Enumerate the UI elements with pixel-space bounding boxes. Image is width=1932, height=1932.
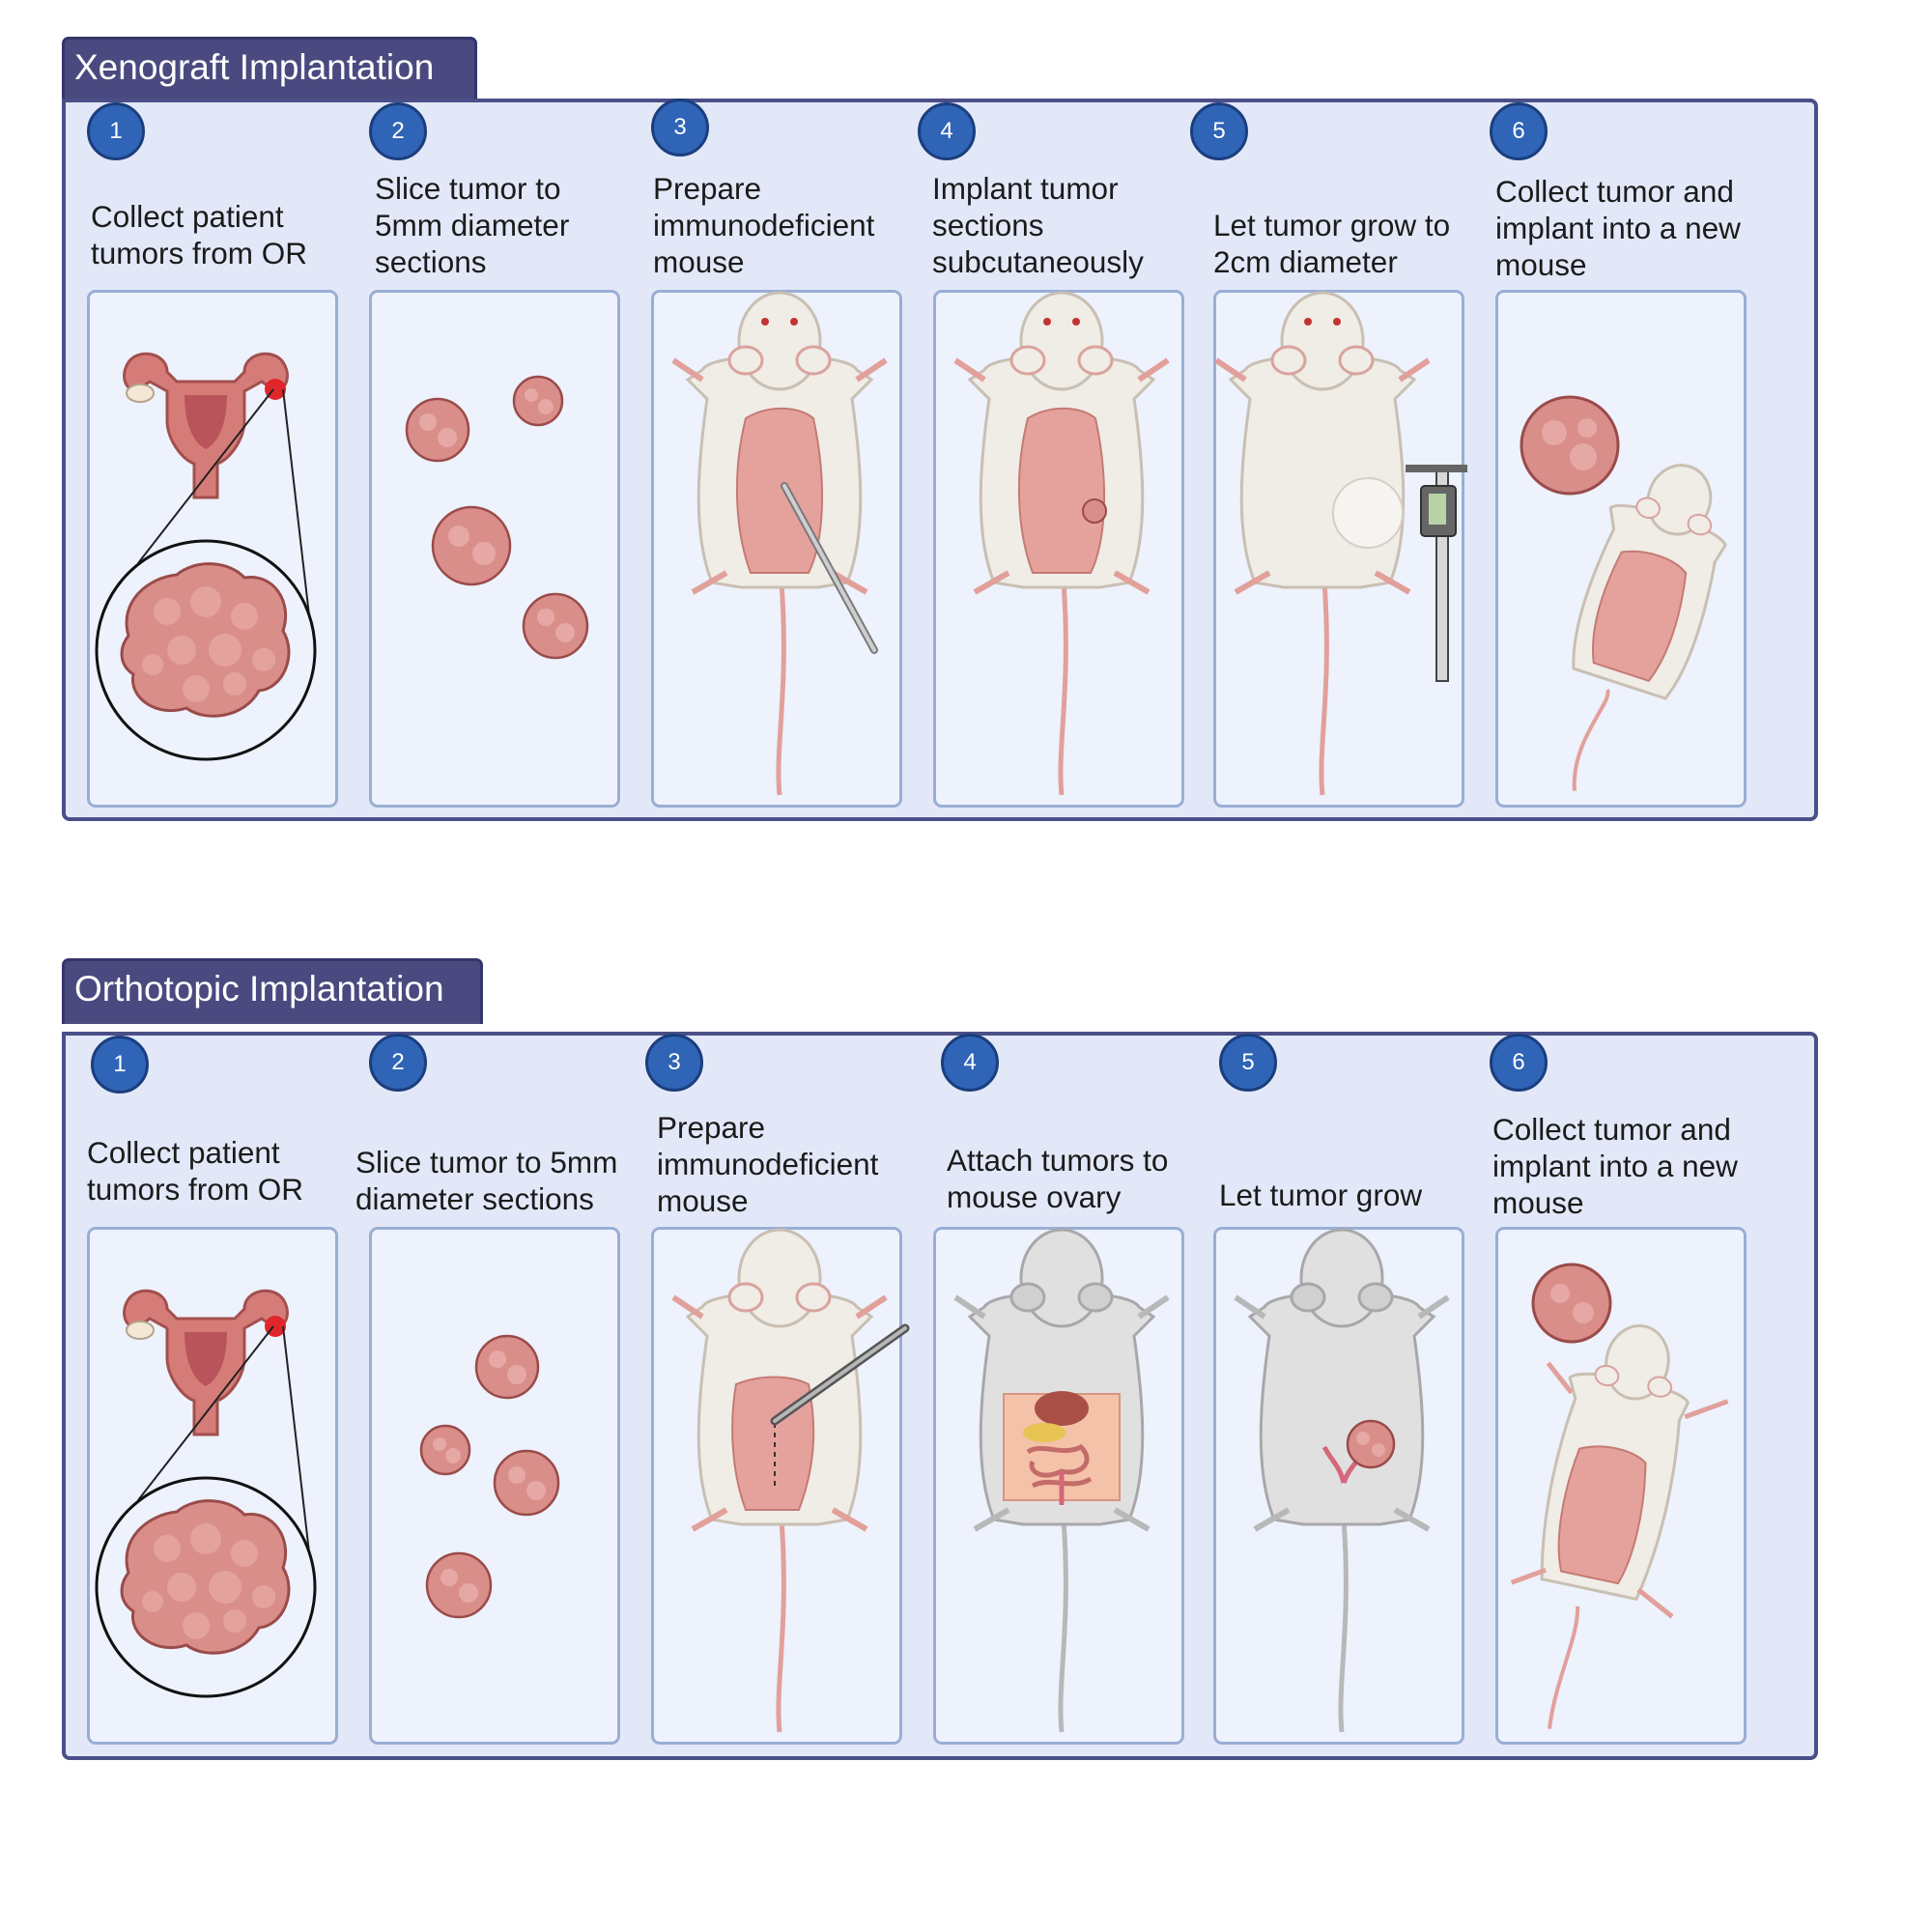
orthotopic-step-3-text: Prepare immunodeficient mouse bbox=[657, 1110, 879, 1218]
xenograft-step-3-badge: 3 bbox=[651, 99, 709, 156]
xenograft-step-5-badge: 5 bbox=[1190, 102, 1248, 160]
mouse-caliper-icon bbox=[1214, 291, 1467, 796]
mouse-illustration bbox=[953, 1228, 1170, 1733]
mouse-illustration bbox=[671, 291, 888, 796]
orthotopic-step-4-text: Attach tumors to mouse ovary bbox=[947, 1143, 1169, 1214]
xenograft-step-6-text: Collect tumor and implant into a new mou… bbox=[1495, 174, 1741, 282]
xenograft-step-1-badge: 1 bbox=[87, 102, 145, 160]
xenograft-step-3-card bbox=[651, 290, 902, 808]
xenograft-step-2-badge: 2 bbox=[369, 102, 427, 160]
tumor-piece bbox=[425, 1551, 493, 1619]
mouse-illustration bbox=[1214, 291, 1431, 796]
tumor-new-mouse-icon bbox=[1510, 1263, 1729, 1729]
xenograft-step-3-text: Prepare immunodeficient mouse bbox=[653, 171, 875, 279]
orthotopic-step-6-text: Collect tumor and implant into a new mou… bbox=[1492, 1112, 1738, 1220]
orthotopic-step-6-badge: 6 bbox=[1490, 1034, 1548, 1092]
mouse-scalpel-icon bbox=[671, 291, 888, 796]
orthotopic-step-1-badge: 1 bbox=[91, 1036, 149, 1094]
tumor-piece bbox=[1520, 395, 1620, 496]
xenograft-step-6-badge: 6 bbox=[1490, 102, 1548, 160]
orthotopic-step-6-card bbox=[1495, 1227, 1747, 1745]
mouse-illustration bbox=[953, 291, 1170, 796]
mouse-illustration bbox=[1234, 1228, 1450, 1733]
tumor-piece bbox=[405, 397, 470, 463]
tumor-piece bbox=[474, 1334, 540, 1400]
xenograft-panel-title: Xenograft Implantation bbox=[62, 37, 477, 102]
orthotopic-step-3-card bbox=[651, 1227, 910, 1745]
mouse-illustration bbox=[1510, 1323, 1729, 1729]
caliper-icon bbox=[1406, 465, 1467, 682]
orthotopic-step-5-text: Let tumor grow bbox=[1219, 1178, 1423, 1212]
tumor-sections-icon bbox=[405, 375, 589, 660]
tumor-new-mouse-icon bbox=[1520, 395, 1727, 791]
xenograft-step-5-text: Let tumor grow to 2cm diameter bbox=[1213, 208, 1451, 279]
mouse-growth-icon bbox=[1234, 1228, 1450, 1733]
mouse-ovary-icon bbox=[953, 1228, 1170, 1733]
orthotopic-step-2-card bbox=[369, 1227, 620, 1745]
xenograft-step-2-text: Slice tumor to 5mm diameter sections bbox=[375, 171, 570, 279]
orthotopic-step-3-badge: 3 bbox=[645, 1034, 703, 1092]
mouse-illustration bbox=[671, 1228, 888, 1733]
xenograft-step-4-badge: 4 bbox=[918, 102, 976, 160]
orthotopic-step-1-text: Collect patient tumors from OR bbox=[87, 1135, 304, 1207]
orthotopic-step-4-badge: 4 bbox=[941, 1034, 999, 1092]
tumor-piece bbox=[419, 1424, 471, 1476]
orthotopic-step-2-text: Slice tumor to 5mm diameter sections bbox=[355, 1145, 618, 1216]
xenograft-step-4-card bbox=[933, 290, 1184, 808]
orthotopic-panel-title: Orthotopic Implantation bbox=[62, 958, 483, 1024]
uterus-tumor-icon bbox=[95, 352, 317, 761]
tumor-piece bbox=[493, 1449, 560, 1517]
orthotopic-step-1-card bbox=[87, 1227, 338, 1745]
orthotopic-step-5-badge: 5 bbox=[1219, 1034, 1277, 1092]
tumor-piece bbox=[522, 592, 589, 660]
tumor-piece bbox=[431, 505, 512, 586]
tumor-piece bbox=[1531, 1263, 1612, 1344]
mouse-scalpel-icon bbox=[671, 1228, 910, 1733]
xenograft-step-2-card bbox=[369, 290, 620, 808]
orthotopic-step-5-card bbox=[1213, 1227, 1464, 1745]
xenograft-step-4-text: Implant tumor sections subcutaneously bbox=[932, 171, 1144, 279]
xenograft-step-1-card bbox=[87, 290, 338, 808]
xenograft-step-6-card bbox=[1495, 290, 1747, 808]
xenograft-step-1-text: Collect patient tumors from OR bbox=[91, 199, 308, 270]
tumor-sections-icon bbox=[419, 1334, 560, 1619]
mouse-implant-icon bbox=[953, 291, 1170, 796]
orthotopic-step-4-card bbox=[933, 1227, 1184, 1745]
uterus-tumor-icon bbox=[95, 1289, 317, 1698]
mouse-illustration bbox=[1572, 464, 1727, 791]
tumor-piece bbox=[512, 375, 564, 427]
xenograft-step-5-card bbox=[1213, 290, 1467, 808]
orthotopic-step-2-badge: 2 bbox=[369, 1034, 427, 1092]
